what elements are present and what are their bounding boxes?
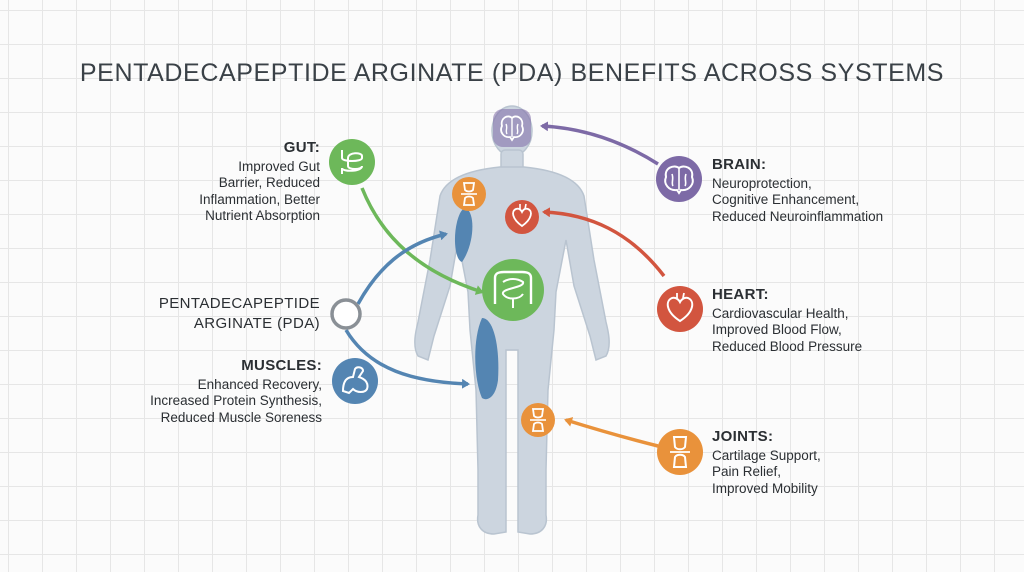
- gut-intestine-icon: [329, 139, 375, 185]
- muscle-highlight-thigh: [475, 318, 499, 400]
- body-brain-icon: [493, 109, 531, 147]
- pda-center-node: [330, 298, 362, 330]
- joints-label: JOINTS: Cartilage Support, Pain Relief, …: [712, 428, 952, 497]
- brain-description: Neuroprotection, Cognitive Enhancement, …: [712, 175, 884, 224]
- knee-joint-icon: [657, 429, 703, 475]
- brain-label: BRAIN: Neuroprotection, Cognitive Enhanc…: [712, 156, 952, 225]
- heart-icon: [657, 286, 703, 332]
- gut-heading: GUT:: [283, 139, 320, 156]
- muscles-heading: MUSCLES:: [241, 357, 322, 374]
- pda-to-arm-arrow: [356, 230, 448, 305]
- brain-arrow: [540, 121, 659, 166]
- heart-label: HEART: Cardiovascular Health, Improved B…: [712, 286, 952, 355]
- body-shoulder-joint-icon: [452, 177, 486, 211]
- heart-description: Cardiovascular Health, Improved Blood Fl…: [712, 305, 863, 354]
- muscles-description: Enhanced Recovery, Increased Protein Syn…: [150, 376, 322, 425]
- body-heart-icon: [505, 200, 539, 234]
- joints-description: Cartilage Support, Pain Relief, Improved…: [712, 447, 821, 496]
- heart-heading: HEART:: [712, 286, 769, 303]
- muscle-highlight-upper-arm: [454, 208, 473, 262]
- joints-arrow: [564, 417, 659, 448]
- brain-heading: BRAIN:: [712, 156, 767, 173]
- muscles-flexed-arm-icon: [332, 358, 378, 404]
- page-title: PENTADECAPEPTIDE ARGINATE (PDA) BENEFITS…: [79, 58, 945, 87]
- heart-arrow: [542, 207, 666, 278]
- body-knee-joint-icon: [521, 403, 555, 437]
- muscles-label: MUSCLES: Enhanced Recovery, Increased Pr…: [100, 357, 322, 426]
- gut-label: GUT: Improved Gut Barrier, Reduced Infla…: [150, 139, 320, 225]
- gut-description: Improved Gut Barrier, Reduced Inflammati…: [199, 158, 320, 224]
- pda-center-label: PENTADECAPEPTIDE ARGINATE (PDA): [158, 295, 320, 332]
- joints-heading: JOINTS:: [712, 428, 774, 445]
- body-intestine-icon: [482, 259, 544, 321]
- brain-icon: [656, 156, 702, 202]
- pda-to-thigh-arrow: [344, 329, 470, 389]
